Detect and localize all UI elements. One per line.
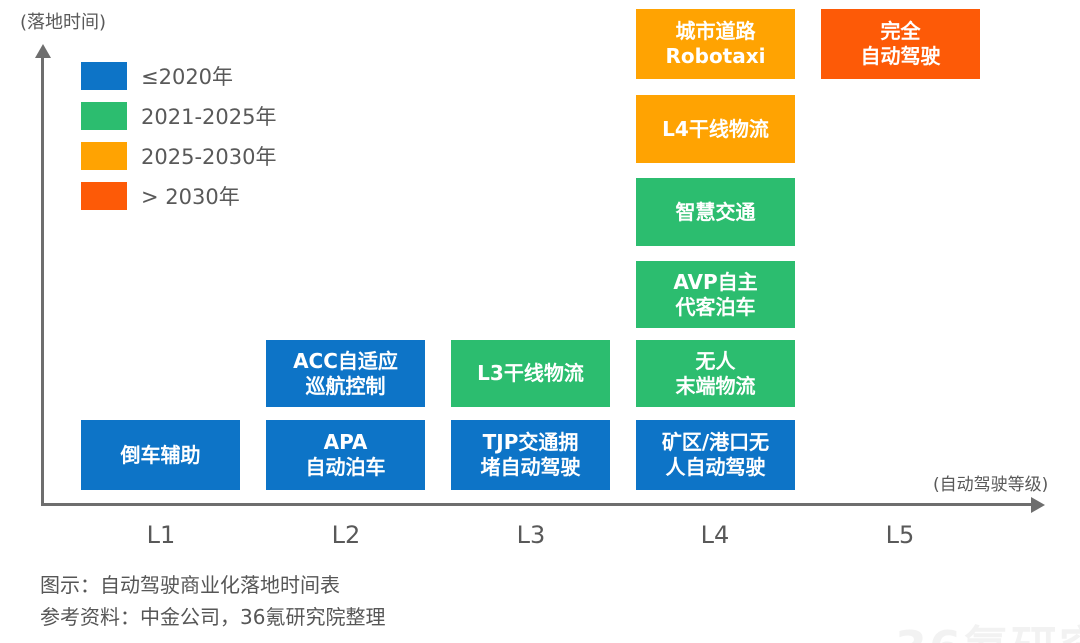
y-axis-label: (落地时间) <box>20 12 107 33</box>
box-urban-robotaxi: 城市道路 Robotaxi <box>636 9 795 79</box>
legend: ≤2020年 2021-2025年 2025-2030年 > 2030年 <box>81 62 276 222</box>
box-unmanned-last-mile: 无人 末端物流 <box>636 340 795 407</box>
x-tick-l1: L1 <box>146 521 176 549</box>
legend-swatch-blue <box>81 62 127 90</box>
x-tick-l3: L3 <box>516 521 546 549</box>
legend-swatch-green <box>81 102 127 130</box>
x-axis-arrow-icon <box>1031 497 1045 513</box>
x-axis-line <box>41 503 1033 506</box>
legend-swatch-amber <box>81 142 127 170</box>
legend-label: 2025-2030年 <box>141 145 277 169</box>
legend-label: ≤2020年 <box>141 65 234 89</box>
legend-swatch-orange <box>81 182 127 210</box>
x-tick-l4: L4 <box>700 521 730 549</box>
box-avp-valet-parking: AVP自主 代客泊车 <box>636 261 795 328</box>
chart-caption: 图示：自动驾驶商业化落地时间表 <box>40 573 340 597</box>
legend-item-gt2030: > 2030年 <box>81 182 276 210</box>
y-axis-line <box>41 56 44 506</box>
box-mining-port-driverless: 矿区/港口无 人自动驾驶 <box>636 420 795 490</box>
chart-source: 参考资料：中金公司，36氪研究院整理 <box>40 605 386 629</box>
legend-item-2025-2030: 2025-2030年 <box>81 142 276 170</box>
box-apa-auto-parking: APA 自动泊车 <box>266 420 425 490</box>
box-l4-trunk-logistics: L4干线物流 <box>636 95 795 163</box>
box-l3-trunk-logistics: L3干线物流 <box>451 340 610 407</box>
legend-item-2021-2025: 2021-2025年 <box>81 102 276 130</box>
x-axis-label: (自动驾驶等级) <box>933 475 1049 495</box>
legend-label: 2021-2025年 <box>141 105 277 129</box>
x-tick-l2: L2 <box>331 521 361 549</box>
box-tjp-traffic-jam-pilot: TJP交通拥 堵自动驾驶 <box>451 420 610 490</box>
y-axis-arrow-icon <box>35 44 51 58</box>
x-tick-l5: L5 <box>885 521 915 549</box>
box-acc-adaptive-cruise: ACC自适应 巡航控制 <box>266 340 425 407</box>
watermark: 36氪研究院 <box>895 612 1080 643</box>
box-full-autonomy: 完全 自动驾驶 <box>821 9 980 79</box>
box-reversing-assist: 倒车辅助 <box>81 420 240 490</box>
legend-item-le2020: ≤2020年 <box>81 62 276 90</box>
legend-label: > 2030年 <box>141 185 240 209</box>
box-smart-transport: 智慧交通 <box>636 178 795 246</box>
